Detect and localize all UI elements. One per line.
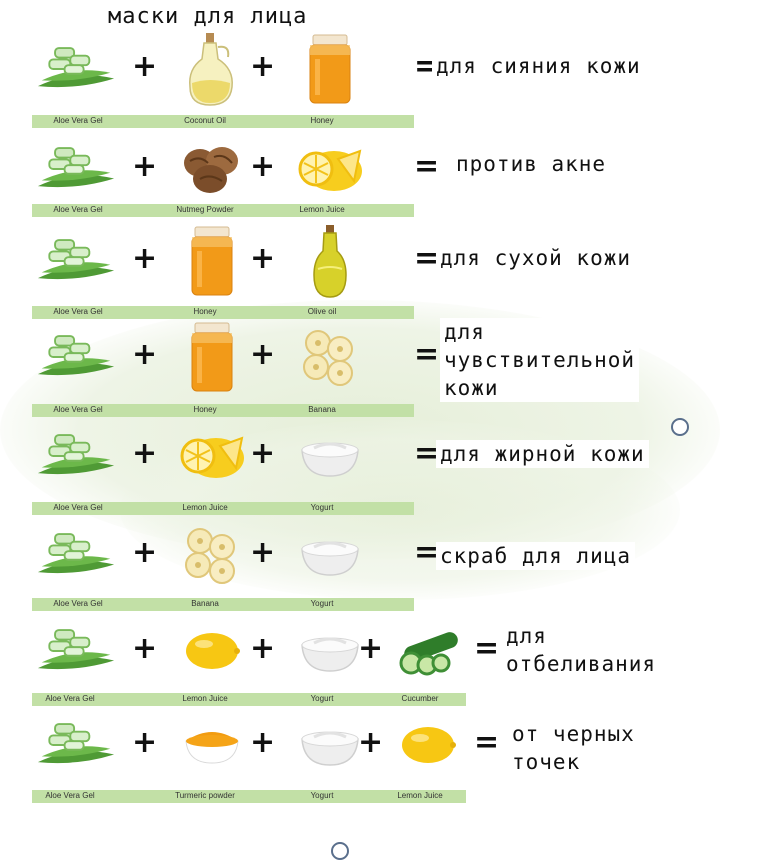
honey-jar-icon: [172, 322, 252, 392]
ingredient-label: Nutmeg Powder: [176, 205, 234, 214]
ingredient-label-strip: Aloe Vera Gel Honey Olive oil: [32, 306, 414, 319]
mask-purpose-label: от черных точек: [508, 720, 639, 776]
ingredient-label: Lemon Juice: [397, 791, 443, 800]
ingredient-label: Aloe Vera Gel: [53, 307, 103, 316]
ingredient-label: Cucumber: [401, 694, 439, 703]
plus-sign: +: [132, 725, 158, 760]
aloe-icon: [36, 616, 116, 686]
aloe-icon: [36, 520, 116, 590]
aloe-icon: [36, 226, 116, 296]
ingredient-label: Lemon Juice: [299, 205, 345, 214]
ingredient-label: Banana: [308, 405, 336, 414]
plus-sign: +: [250, 149, 276, 184]
nutmeg-icon: [172, 134, 252, 204]
plus-sign: +: [132, 241, 158, 276]
plus-sign: +: [358, 725, 384, 760]
cucumber-icon: [388, 616, 468, 686]
ingredient-label-strip: Aloe Vera Gel Banana Yogurt: [32, 598, 414, 611]
aloe-icon: [36, 421, 116, 491]
mask-purpose-label: против акне: [452, 150, 611, 178]
ingredient-label-strip: Aloe Vera Gel Honey Banana: [32, 404, 414, 417]
ingredient-label-strip: Aloe Vera Gel Turmeric powder Yogurt Lemon …: [32, 790, 466, 803]
plus-sign: +: [132, 535, 158, 570]
yogurt-bowl-icon: [290, 421, 370, 491]
plus-sign: +: [250, 631, 276, 666]
lemon-icon: [172, 616, 252, 686]
selection-handle[interactable]: [331, 842, 349, 860]
oil-bottle-icon: [172, 33, 252, 106]
yogurt-bowl-icon: [290, 520, 370, 590]
lemon-slices-icon: [290, 134, 370, 204]
mask-purpose-label: для жирной кожи: [436, 440, 649, 468]
ingredient-label: Aloe Vera Gel: [45, 791, 95, 800]
plus-sign: +: [132, 436, 158, 471]
aloe-icon: [36, 710, 116, 780]
ingredient-label: Aloe Vera Gel: [53, 405, 103, 414]
plus-sign: +: [132, 49, 158, 84]
equals-sign: =: [414, 535, 440, 570]
ingredient-label: Aloe Vera Gel: [53, 503, 103, 512]
banana-slices-icon: [172, 520, 252, 590]
yogurt-bowl-icon: [290, 710, 370, 780]
honey-jar-icon: [172, 226, 252, 296]
plus-sign: +: [132, 337, 158, 372]
mask-purpose-label: для отбеливания: [502, 622, 661, 678]
ingredient-label-strip: Aloe Vera Gel Lemon Juice Yogurt Cucumber: [32, 693, 466, 706]
ingredient-label: Lemon Juice: [182, 503, 228, 512]
equals-sign: =: [474, 725, 500, 760]
plus-sign: +: [132, 149, 158, 184]
olive-oil-bottle-icon: [290, 225, 370, 298]
aloe-icon: [36, 322, 116, 392]
ingredient-label: Banana: [191, 599, 219, 608]
ingredient-label: Aloe Vera Gel: [53, 116, 103, 125]
mask-purpose-label: скраб для лица: [436, 542, 636, 570]
aloe-icon: [36, 34, 116, 104]
mask-purpose-label: для сухой кожи: [436, 244, 636, 272]
equals-sign: =: [474, 631, 500, 666]
ingredient-label: Turmeric powder: [175, 791, 235, 800]
plus-sign: +: [250, 725, 276, 760]
equals-sign: =: [414, 337, 440, 372]
lemon-slices-icon: [172, 421, 252, 491]
ingredient-label: Honey: [193, 307, 217, 316]
aloe-icon: [36, 134, 116, 204]
selection-handle[interactable]: [671, 418, 689, 436]
ingredient-label: Yogurt: [310, 791, 334, 800]
mask-purpose-label: для сияния кожи: [432, 52, 645, 80]
ingredient-label: Honey: [310, 116, 334, 125]
mask-purpose-label: для чувствительной кожи: [440, 318, 640, 402]
plus-sign: +: [358, 631, 384, 666]
plus-sign: +: [250, 436, 276, 471]
equals-sign: =: [414, 436, 440, 471]
honey-jar-icon: [290, 34, 370, 104]
turmeric-bowl-icon: [172, 710, 252, 780]
ingredient-label: Coconut Oil: [184, 116, 226, 125]
plus-sign: +: [250, 241, 276, 276]
ingredient-label: Aloe Vera Gel: [53, 205, 103, 214]
ingredient-label: Lemon Juice: [182, 694, 228, 703]
ingredient-label: Aloe Vera Gel: [53, 599, 103, 608]
ingredient-label: Honey: [193, 405, 217, 414]
equals-sign: =: [414, 149, 440, 184]
ingredient-label: Yogurt: [310, 599, 334, 608]
ingredient-label: Yogurt: [310, 503, 334, 512]
plus-sign: +: [132, 631, 158, 666]
lemon-icon: [388, 710, 468, 780]
ingredient-label-strip: Aloe Vera Gel Nutmeg Powder Lemon Juice: [32, 204, 414, 217]
ingredient-label: Yogurt: [310, 694, 334, 703]
plus-sign: +: [250, 49, 276, 84]
plus-sign: +: [250, 337, 276, 372]
ingredient-label: Aloe Vera Gel: [45, 694, 95, 703]
yogurt-bowl-icon: [290, 616, 370, 686]
equals-sign: =: [414, 241, 440, 276]
page-title: маски для лица: [108, 4, 308, 29]
ingredient-label-strip: Aloe Vera Gel Coconut Oil Honey: [32, 115, 414, 128]
plus-sign: +: [250, 535, 276, 570]
banana-slices-icon: [290, 322, 370, 392]
ingredient-label: Olive oil: [307, 307, 337, 316]
ingredient-label-strip: Aloe Vera Gel Lemon Juice Yogurt: [32, 502, 414, 515]
